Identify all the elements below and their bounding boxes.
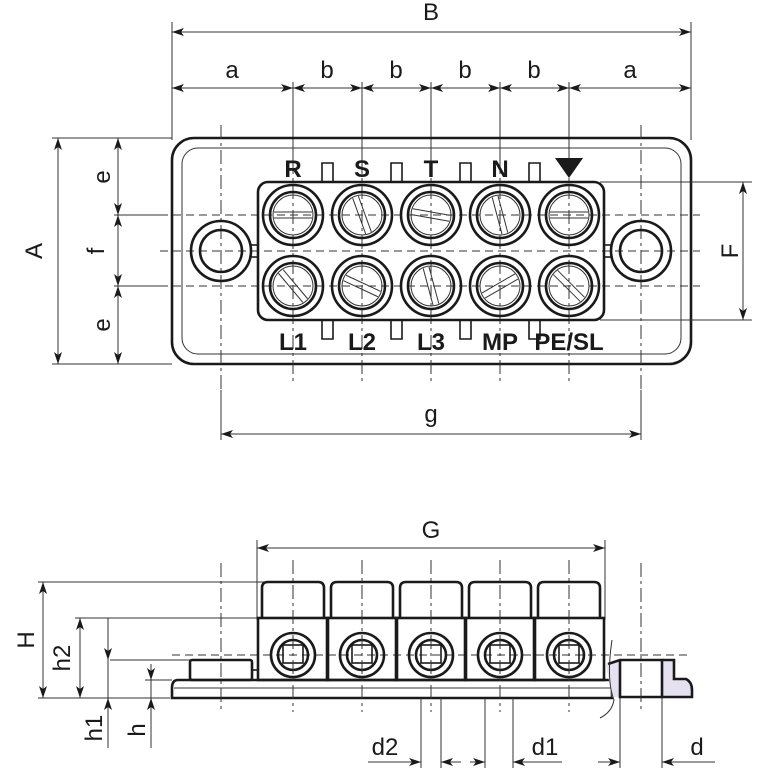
side-terminal xyxy=(532,560,606,712)
dim-label-g: g xyxy=(424,401,437,428)
dim-label-b-1: b xyxy=(320,57,333,84)
terminal-screw xyxy=(399,183,463,247)
terminal-label-T: T xyxy=(424,156,439,183)
dim-label-h: h xyxy=(124,723,151,736)
dim-label-d1: d1 xyxy=(532,734,559,761)
side-terminal xyxy=(256,560,330,712)
terminal-screw xyxy=(261,254,325,318)
dim-label-b-3: b xyxy=(458,57,471,84)
terminal-label-L3: L3 xyxy=(417,329,445,356)
terminal-label-L2: L2 xyxy=(348,329,376,356)
dim-label-b-2: b xyxy=(389,57,402,84)
dim-label-G: G xyxy=(422,517,441,544)
mounting-hole-right xyxy=(604,219,673,283)
dim-label-f: f xyxy=(83,247,110,254)
dim-label-F: F xyxy=(717,244,744,259)
right-flange-section xyxy=(606,660,620,697)
dim-label-h2: h2 xyxy=(49,645,76,672)
terminal-label-R: R xyxy=(284,156,301,183)
side-view: G H h2 xyxy=(13,517,715,768)
separator-tabs-top xyxy=(321,162,541,182)
top-extension-lines xyxy=(171,22,692,160)
terminal-block-body xyxy=(256,180,606,322)
terminal-screw xyxy=(261,183,325,247)
terminal-screw xyxy=(330,183,394,247)
dim-label-e-bottom: e xyxy=(89,318,116,331)
dim-label-d2: d2 xyxy=(372,734,399,761)
terminal-screw xyxy=(537,254,601,318)
dim-label-h1: h1 xyxy=(81,715,108,742)
base-plate-side xyxy=(170,678,614,700)
dim-label-A: A xyxy=(21,243,48,259)
terminal-label-L1: L1 xyxy=(279,329,307,356)
dim-label-H: H xyxy=(13,631,40,648)
terminal-screw xyxy=(399,254,463,318)
terminal-screw xyxy=(330,254,394,318)
dim-label-d: d xyxy=(690,734,703,761)
terminal-label-PE-SL: PE/SL xyxy=(534,329,603,356)
terminal-label-MP: MP xyxy=(482,329,518,356)
terminal-screw xyxy=(468,183,532,247)
dim-label-a-left: a xyxy=(225,57,239,84)
side-terminal xyxy=(394,560,468,712)
terminal-screw xyxy=(537,183,601,247)
side-terminals xyxy=(256,560,606,712)
dim-label-B: B xyxy=(423,0,439,26)
dim-label-a-right: a xyxy=(623,57,637,84)
side-terminal xyxy=(463,560,537,712)
side-extension-lines xyxy=(52,137,752,365)
separator-tabs-bottom xyxy=(321,320,541,340)
dim-label-b-4: b xyxy=(527,57,540,84)
side-terminal xyxy=(325,560,399,712)
terminal-screws xyxy=(261,183,601,318)
top-view: B a b b b b a xyxy=(21,0,752,440)
terminal-label-N: N xyxy=(491,156,508,183)
earth-symbol-icon xyxy=(555,158,583,178)
terminal-screw xyxy=(468,254,532,318)
mounting-hole-left xyxy=(189,219,258,283)
dim-label-e-top: e xyxy=(89,170,116,183)
terminal-label-S: S xyxy=(354,156,370,183)
